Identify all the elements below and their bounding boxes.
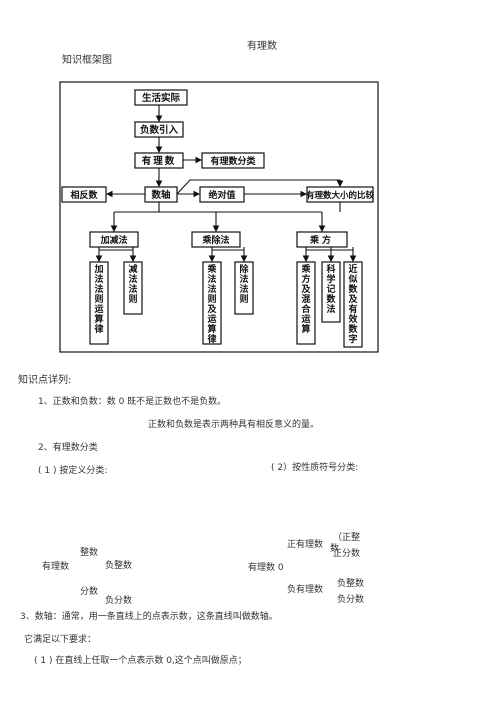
node-compare: 有理数大小的比较	[306, 190, 375, 201]
node-leaf-powmix: 乘方及混合运算	[300, 263, 311, 335]
document-title: 有理数	[247, 41, 277, 52]
node-leaf-div: 除法法则	[239, 263, 249, 305]
c2-pos-integer: （正整	[333, 533, 361, 543]
paragraph-1-note: 正数和负数是表示两种具有相反意义的量。	[148, 420, 320, 430]
node-leaf-approx: 近似数及有效数字	[347, 263, 358, 345]
section-title: 知识点详列:	[18, 375, 72, 386]
node-leaf-add: 加法法则运算律	[93, 263, 104, 335]
framework-title: 知识框架图	[62, 55, 112, 66]
c2-pos-int-tail: 数	[330, 544, 340, 554]
paragraph-3-item-1: ( 1 ) 在直线上任取一个点表示数 0,这个点叫做原点；	[34, 656, 247, 666]
paragraph-2: 2、有理数分类	[38, 443, 98, 453]
node-classification: 有理数分类	[210, 155, 256, 167]
c1-neg-fraction: 负分数	[105, 596, 133, 606]
c2-root: 有理数 0	[248, 563, 284, 573]
c2-pos-fraction: 正分数	[333, 549, 361, 559]
c2-neg-fraction: 负分数	[337, 595, 365, 605]
node-number-line: 数轴	[150, 189, 171, 201]
node-power: 乘方	[309, 234, 334, 246]
node-leaf-sci: 科学记数法	[326, 263, 336, 315]
paragraph-1: 1、正数和负数：数 0 既不是正数也不是负数。	[38, 397, 227, 407]
diagram-frame	[59, 81, 379, 353]
node-addsub: 加减法	[99, 234, 127, 246]
classification-2-title: ( 2）按性质符号分类:	[271, 463, 359, 473]
c1-fraction: 分数	[80, 587, 99, 597]
paragraph-3: 3、数轴：通常，用一条直线上的点表示数，这条直线叫做数轴。	[20, 612, 278, 622]
node-life: 生活实际	[142, 92, 181, 104]
node-negative-intro: 负数引入	[140, 124, 179, 136]
c1-neg-integer: 负整数	[105, 561, 133, 571]
box-life	[134, 89, 188, 106]
node-rational: 有理数	[142, 155, 177, 167]
classification-1-title: ( 1 ) 按定义分类:	[38, 466, 108, 476]
node-leaf-sub: 减法法则	[128, 263, 137, 305]
c2-pos-rational: 正有理数	[287, 540, 324, 550]
paragraph-3-requirements: 它满足以下要求：	[24, 635, 97, 645]
c1-root: 有理数	[42, 562, 70, 572]
node-absolute: 绝对值	[208, 189, 235, 201]
c1-integer: 整数	[80, 548, 99, 558]
c2-neg-integer: 负整数	[337, 579, 365, 589]
node-leaf-mul: 乘法法则及运算律	[206, 263, 217, 345]
c2-neg-rational: 负有理数	[287, 585, 324, 595]
node-muldiv: 乘除法	[201, 234, 229, 246]
node-opposite: 相反数	[70, 189, 98, 201]
